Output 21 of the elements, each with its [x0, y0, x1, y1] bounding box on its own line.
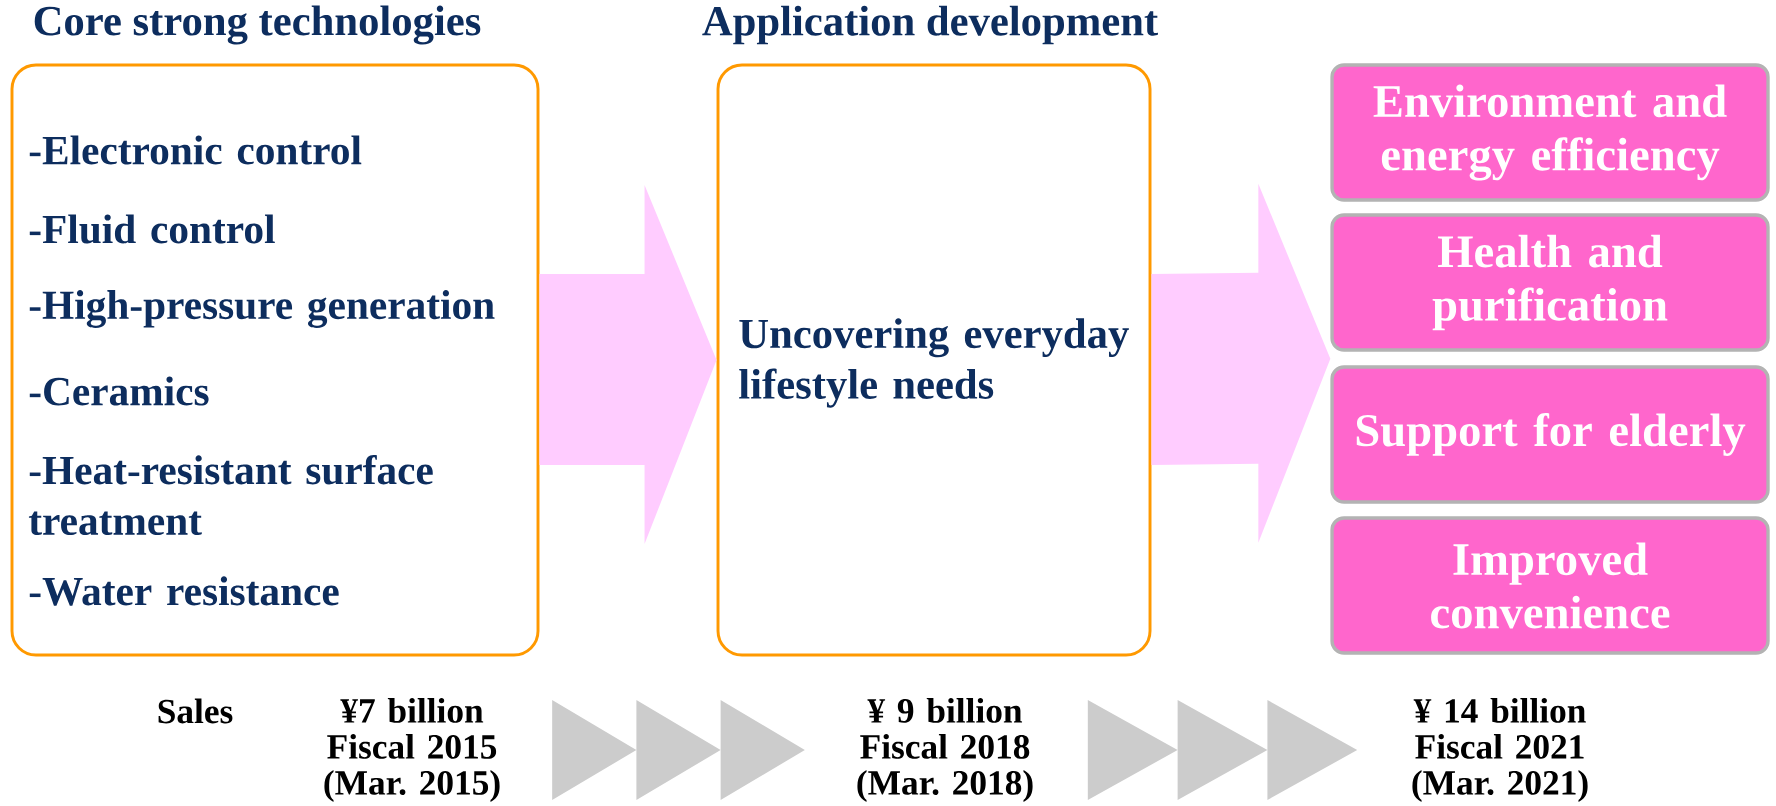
box-heading: Application development — [702, 5, 1158, 45]
sales-figure: ¥ 14 billion Fiscal 2021 (Mar. 2021) — [1412, 698, 1588, 803]
block-arrow — [1151, 183, 1331, 543]
chevron-arrow — [552, 700, 805, 800]
box-text: Uncovering everyday lifestyle needs — [739, 318, 1129, 408]
list-item: -Water resistance — [29, 576, 339, 606]
list-item: -Fluid control — [29, 214, 275, 244]
category-box: Health and purification — [1330, 213, 1770, 352]
chevron-arrow — [1087, 700, 1358, 800]
category-box: Improved convenience — [1330, 516, 1770, 655]
sales-figure: ¥ 9 billion Fiscal 2018 (Mar. 2018) — [857, 698, 1033, 803]
sales-figure: ¥7 billion Fiscal 2015 (Mar. 2015) — [324, 698, 500, 803]
list-item: -Heat-resistant surface treatment — [28, 454, 433, 536]
category-box: Environment and energy efficiency — [1330, 63, 1770, 202]
list-item: -Ceramics — [29, 376, 209, 406]
list-item: -High-pressure generation — [29, 290, 495, 328]
box-heading: Core strong technologies — [34, 5, 481, 45]
category-box: Support for elderly — [1330, 365, 1770, 504]
row-label: Sales — [158, 698, 233, 724]
block-arrow — [539, 185, 717, 544]
list-item: -Electronic control — [29, 135, 362, 165]
